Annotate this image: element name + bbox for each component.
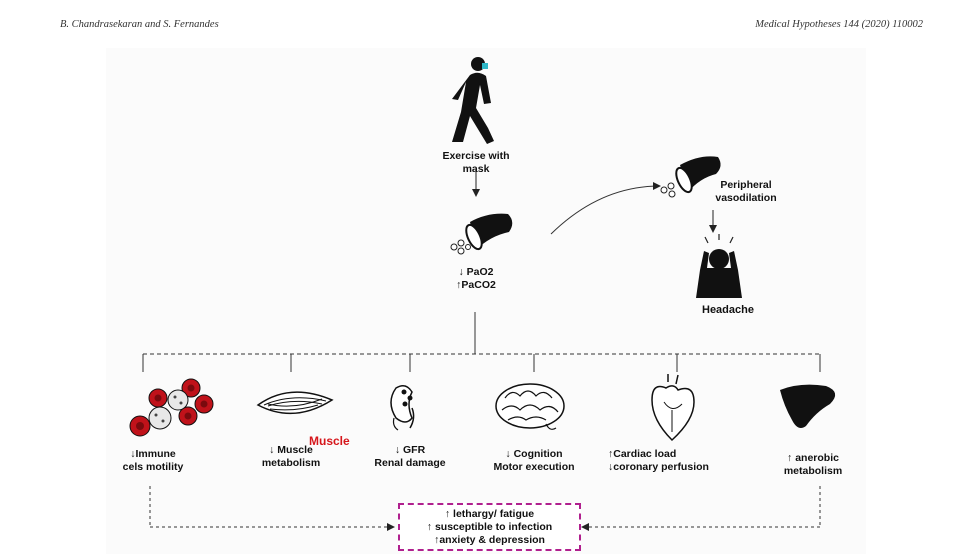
arrow-to-peripheral	[550, 182, 661, 235]
flow-to-outcomes	[149, 486, 821, 531]
outcome-item: lethargy/ fatigue	[445, 508, 534, 521]
down-arrow-icon	[395, 444, 400, 456]
pao2-label: PaO2	[466, 266, 494, 278]
outcome-item: susceptible to infection	[427, 521, 552, 534]
liver-icon	[780, 384, 836, 428]
down-arrow-icon	[458, 266, 463, 278]
blood-cells-icon	[129, 378, 214, 437]
muscle-stamp-label: Muscle	[309, 434, 350, 448]
brain-icon	[495, 383, 565, 430]
peripheral-vasodilation-label: Peripheral vasodilation	[715, 179, 777, 204]
peripheral-vessel-icon	[660, 156, 721, 198]
running-header-authors: B. Chandrasekaran and S. Fernandes	[60, 19, 219, 30]
kidney-icon	[390, 385, 415, 431]
up-arrow-icon	[787, 452, 792, 464]
headache-person-icon	[696, 234, 742, 298]
up-arrow-icon	[427, 521, 432, 533]
effect-label-cardiac: Cardiac load coronary perfusion	[608, 448, 740, 474]
down-arrow-icon	[130, 448, 135, 460]
effect-label-muscle: Muscle metabolism	[248, 444, 334, 470]
blood-gas-label: PaO2 PaCO2	[436, 266, 516, 292]
tree-connector	[142, 312, 821, 372]
headache-label: Headache	[702, 304, 754, 316]
muscle-icon	[256, 391, 334, 415]
walking-person-icon	[452, 57, 494, 144]
down-arrow-icon	[505, 448, 510, 460]
exercise-with-mask-label: Exercise with mask	[442, 150, 510, 175]
effect-label-renal: GFR Renal damage	[362, 444, 458, 470]
blood-vessel-icon	[450, 213, 513, 255]
up-arrow-icon	[456, 279, 461, 291]
up-arrow-icon	[434, 534, 439, 546]
heart-icon	[651, 374, 695, 442]
outcome-item: anxiety & depression	[434, 534, 545, 547]
running-header-journal: Medical Hypotheses 144 (2020) 110002	[755, 19, 923, 30]
down-arrow-icon	[608, 461, 613, 473]
effect-label-cognition: Cognition Motor execution	[478, 448, 590, 474]
paco2-label: PaCO2	[461, 279, 496, 291]
outcomes-box: lethargy/ fatigue susceptible to infecti…	[398, 503, 581, 551]
effect-label-immune: Immune cels motility	[108, 448, 198, 474]
effect-label-anerobic: anerobic metabolism	[768, 452, 858, 478]
up-arrow-icon	[445, 508, 450, 520]
up-arrow-icon	[608, 448, 613, 460]
down-arrow-icon	[269, 444, 274, 456]
